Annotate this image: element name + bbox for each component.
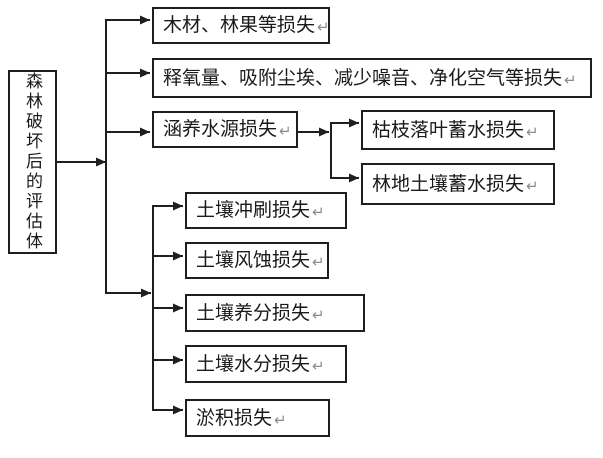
node-label: 木材、林果等损失 [163, 15, 316, 36]
return-mark-icon: ↵ [312, 306, 325, 324]
return-mark-icon: ↵ [312, 357, 325, 375]
node-silt-deposition-loss: 淤积损失↵ [185, 399, 330, 437]
node-soil-scouring-loss: 土壤冲刷损失↵ [185, 192, 347, 229]
return-mark-icon: ↵ [274, 411, 287, 429]
node-label: 土壤水分损失 [196, 353, 311, 375]
return-mark-icon: ↵ [312, 254, 325, 271]
node-label: 枯枝落叶蓄水损失 [372, 119, 525, 141]
node-soil-nutrient-loss: 土壤养分损失↵ [185, 294, 365, 332]
node-label: 林地土壤蓄水损失 [372, 173, 525, 195]
node-label: 涵养水源损失 [163, 119, 278, 140]
node-label: 土壤养分损失 [196, 302, 311, 324]
node-litter-water-storage-loss: 枯枝落叶蓄水损失↵ [361, 110, 555, 150]
return-mark-icon: ↵ [564, 71, 577, 89]
return-mark-icon: ↵ [526, 177, 539, 195]
return-mark-icon: ↵ [317, 19, 330, 36]
node-soil-wind-erosion-loss: 土壤风蚀损失↵ [185, 242, 329, 279]
return-mark-icon: ↵ [279, 123, 292, 140]
node-label: 土壤风蚀损失 [196, 250, 311, 271]
node-oxygen-dust-noise-air-loss: 释氧量、吸附尘埃、减少噪音、净化空气等损失↵ [152, 58, 592, 98]
node-water-conservation-loss: 涵养水源损失↵ [152, 111, 298, 148]
node-label: 释氧量、吸附尘埃、减少噪音、净化空气等损失 [163, 67, 563, 89]
node-timber-fruit-loss: 木材、林果等损失↵ [152, 7, 330, 44]
node-forestland-soil-water-storage-loss: 林地土壤蓄水损失↵ [361, 163, 555, 205]
node-label: 土壤冲刷损失 [196, 200, 311, 221]
node-soil-moisture-loss: 土壤水分损失↵ [185, 345, 347, 383]
node-root: 森林破坏后的评估体 [8, 70, 57, 254]
return-mark-icon: ↵ [526, 123, 539, 141]
node-label: 森林破坏后的评估体 [23, 72, 42, 252]
return-mark-icon: ↵ [312, 204, 325, 221]
node-label: 淤积损失 [196, 407, 273, 429]
